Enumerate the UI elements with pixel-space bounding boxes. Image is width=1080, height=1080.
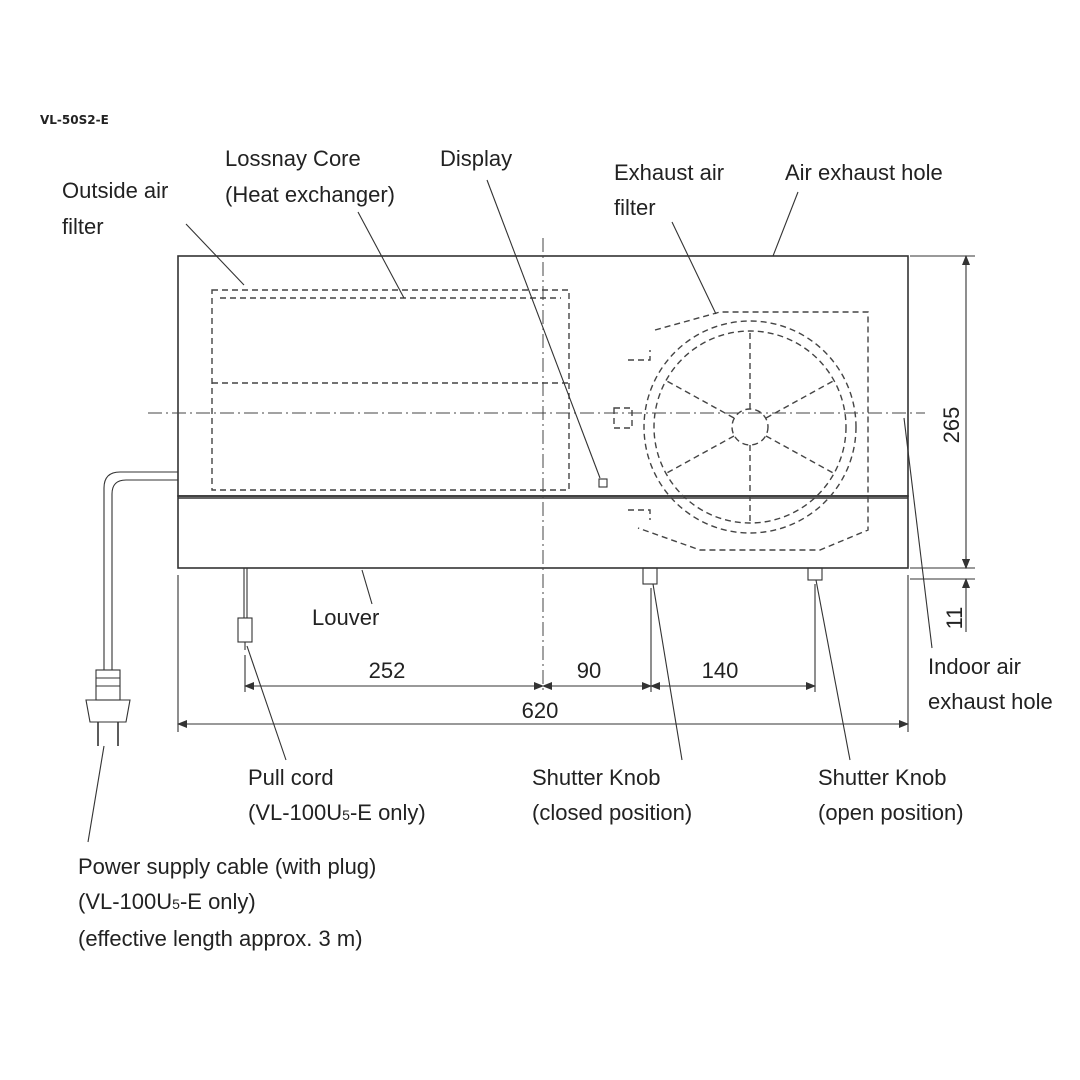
label-outside-air-filter: Outside air filter	[62, 178, 175, 239]
label-shutter-knob-open: Shutter Knob (open position)	[818, 765, 964, 825]
leader-lossnay-core	[357, 211, 405, 299]
leader-louver	[361, 569, 373, 605]
label-exhaust-air-filter: Exhaust air filter	[614, 160, 730, 220]
dim-620: 620	[522, 698, 559, 723]
label-power-supply-cable: Power supply cable (with plug) (VL-100U5…	[78, 854, 383, 951]
leader-outside-air-filter	[185, 223, 245, 286]
dim-90: 90	[577, 658, 601, 683]
dim-11: 11	[942, 607, 967, 630]
dim-252: 252	[369, 658, 406, 683]
model-label: VL-50S2-E	[40, 113, 109, 127]
leader-shutter-open	[815, 579, 851, 761]
label-pull-cord: Pull cord (VL-100U5-E only)	[248, 765, 426, 825]
leader-display	[486, 179, 601, 479]
label-lossnay-core: Lossnay Core (Heat exchanger)	[225, 146, 395, 207]
leader-pull-cord	[246, 645, 287, 761]
leader-exhaust-air-filter	[671, 221, 717, 315]
pull-cord-icon	[237, 568, 253, 650]
lossnay-core-outline	[211, 289, 570, 491]
dim-265: 265	[939, 407, 964, 444]
dim-140: 140	[702, 658, 739, 683]
shutter-knob-open-icon	[807, 567, 823, 581]
leader-shutter-closed	[652, 583, 683, 761]
label-shutter-knob-closed: Shutter Knob (closed position)	[532, 765, 692, 825]
leader-indoor-air-exhaust-hole	[903, 417, 933, 649]
exhaust-fan-icon	[613, 311, 869, 551]
power-cable-icon	[85, 471, 178, 746]
shutter-knob-closed-icon	[642, 567, 658, 585]
label-display: Display	[440, 146, 512, 171]
leader-air-exhaust-hole	[772, 191, 799, 257]
label-air-exhaust-hole: Air exhaust hole	[785, 160, 943, 185]
label-indoor-air-exhaust-hole: Indoor air exhaust hole	[928, 654, 1053, 714]
display-indicator	[598, 478, 608, 488]
label-louver: Louver	[312, 605, 379, 630]
leader-power-cable	[87, 745, 105, 843]
